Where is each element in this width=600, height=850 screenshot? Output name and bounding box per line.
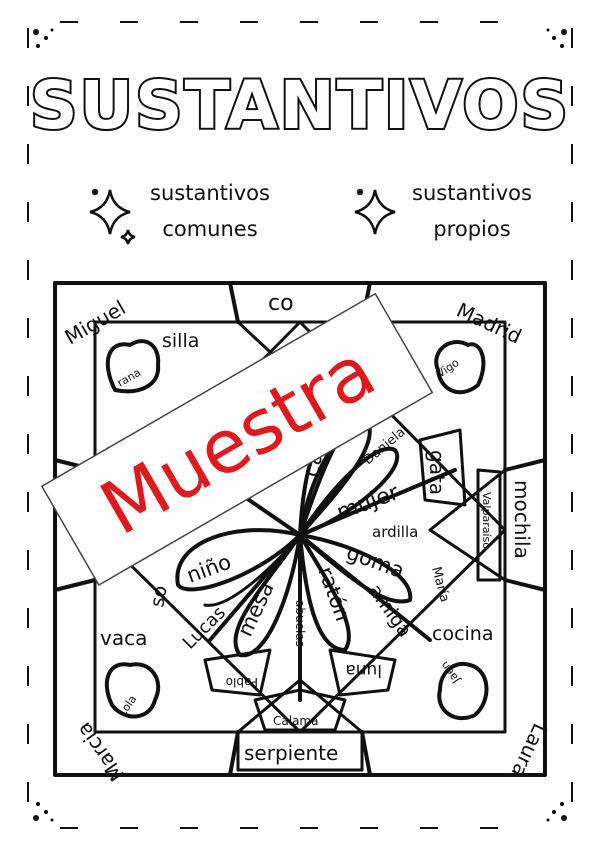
word-mochila: mochila bbox=[510, 480, 534, 559]
word-cocina: cocina bbox=[432, 623, 493, 645]
word-madrid: Madrid bbox=[453, 298, 525, 349]
legend-common-line1: sustantivos bbox=[150, 181, 270, 205]
legend-common-line2: comunes bbox=[162, 217, 257, 241]
word-serpiente: serpiente bbox=[244, 741, 338, 765]
word-luna: luna bbox=[345, 660, 382, 680]
word-gata: gata bbox=[425, 450, 449, 495]
word-calama: Calama bbox=[273, 714, 318, 728]
word-silla: silla bbox=[162, 330, 199, 352]
page-title: SUSTANTIVOS bbox=[30, 67, 570, 144]
word-maria: María bbox=[428, 565, 452, 604]
word-vaca: vaca bbox=[100, 626, 147, 650]
legend-proper-line2: propios bbox=[433, 217, 510, 241]
word-valparaiso: Valparaíso bbox=[480, 492, 493, 549]
word-abuelas: abuelas bbox=[293, 600, 307, 647]
corner-dots bbox=[33, 28, 567, 822]
legend-proper-line1: sustantivos bbox=[412, 181, 532, 205]
page-border bbox=[27, 21, 573, 829]
sparkle-icon bbox=[89, 188, 136, 245]
word-co: co bbox=[268, 291, 294, 316]
word-ardilla: ardilla bbox=[372, 523, 418, 541]
word-rana: rana bbox=[115, 366, 143, 390]
word-mujer: mujer bbox=[334, 480, 404, 526]
word-pablo: Pablo bbox=[226, 675, 258, 689]
word-vigo: Vigo bbox=[434, 356, 461, 381]
sample-watermark: Muestra bbox=[40, 292, 434, 587]
word-so: so bbox=[146, 584, 171, 609]
sparkle-icon bbox=[354, 188, 396, 235]
